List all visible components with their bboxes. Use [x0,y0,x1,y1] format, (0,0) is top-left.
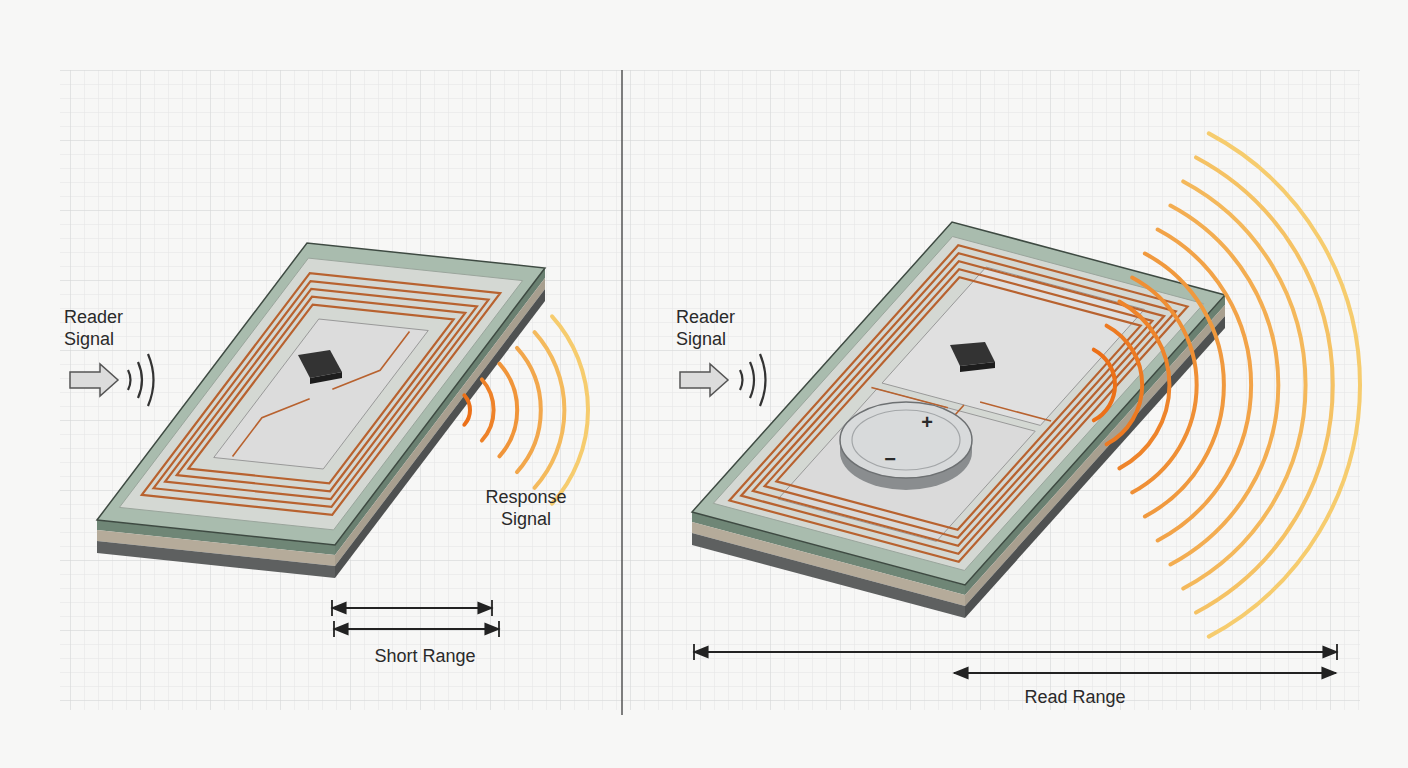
text-label: Read Range [995,686,1155,708]
divider-line [621,70,623,715]
coil-winding [765,269,1153,538]
coil-winding [142,273,500,515]
wave-arc [1145,254,1224,517]
wave-arc [535,332,565,488]
coil-winding [776,277,1140,530]
passive-tag [97,243,545,578]
coil-winding [741,253,1176,554]
text-label: Reader Signal [676,306,752,350]
reader-signal-right [680,354,766,406]
wave-arc [1094,350,1115,421]
dimension-lines [332,600,1337,673]
wave-arc [1132,278,1197,493]
wave-arc [517,348,541,472]
wave-arc [1119,302,1169,469]
coil-winding [188,305,453,484]
response-waves-short [464,316,588,503]
wave-arc [1209,133,1360,636]
wave-arc [1158,230,1251,541]
wave-arc [499,364,517,457]
text-label: Short Range [350,645,500,667]
wave-arc [464,395,470,424]
coil-winding [729,245,1187,562]
wave-arc [1107,326,1143,445]
wave-arc [482,379,494,440]
coil-winding [165,289,477,499]
wave-arc [1170,205,1278,564]
grid-background [60,70,1360,710]
response-waves-long [1094,133,1360,636]
text-label: − [880,448,900,470]
wave-arc [1183,181,1305,588]
text-label: Reader Signal [64,306,140,350]
coil-winding [177,297,466,491]
reader-signal-left [70,354,154,406]
text-label: + [917,411,937,433]
coil-winding [753,261,1164,546]
active-tag [692,222,1225,618]
coil-winding [153,281,488,507]
wave-arc [552,316,588,503]
text-label: Response Signal [474,486,578,530]
